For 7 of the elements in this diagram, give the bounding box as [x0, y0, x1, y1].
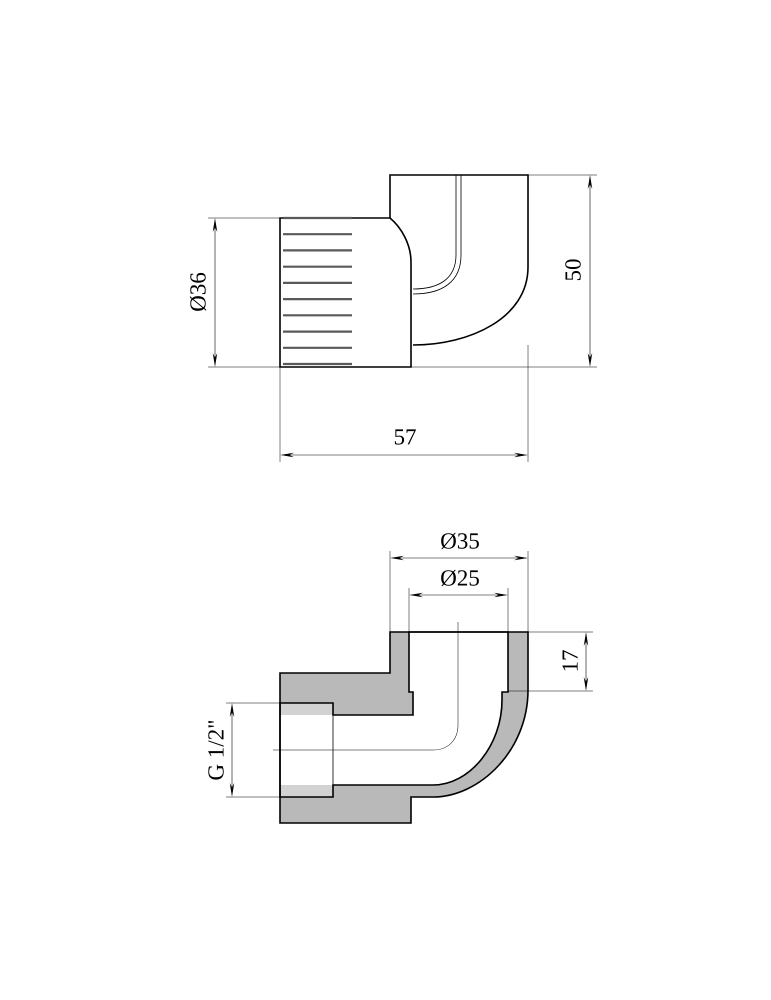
dimension-label: 57 — [394, 429, 416, 445]
dimension-label: Ø36 — [190, 272, 206, 311]
dimension-label: 50 — [565, 259, 581, 280]
dimension-label: Ø25 — [441, 570, 479, 586]
dimension-label: 17 — [562, 650, 578, 670]
dimension-label: G 1/2" — [208, 720, 224, 780]
dimension-label: Ø35 — [441, 532, 479, 550]
